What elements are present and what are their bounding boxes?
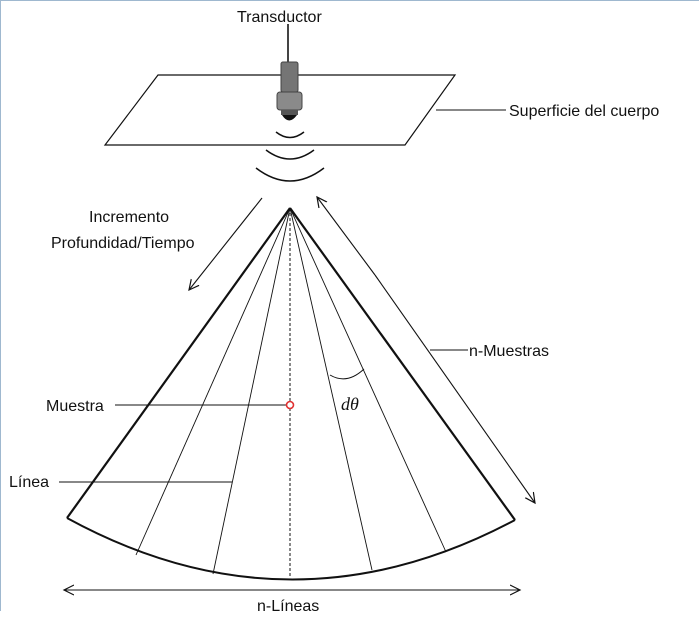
angle-arc — [329, 368, 365, 380]
n-samples-label: n-Muestras — [469, 343, 549, 360]
ultrasound-wave-icon — [255, 131, 325, 182]
transducer-label: Transductor — [237, 9, 322, 26]
sector-right-edge — [289, 207, 516, 521]
sector-left-edge — [66, 207, 291, 519]
scan-line — [289, 207, 373, 571]
angle-label: dθ — [341, 394, 359, 414]
increment-label-line1: Incremento — [89, 209, 169, 226]
n-samples-arrow — [374, 274, 535, 503]
body-surface-label: Superficie del cuerpo — [509, 103, 659, 120]
scan-line — [289, 207, 447, 553]
sample-label: Muestra — [46, 398, 104, 415]
scan-sector — [66, 207, 516, 581]
sector-bottom-arc — [66, 517, 516, 581]
n-samples-arrow — [317, 197, 376, 276]
scan-line — [212, 207, 291, 575]
sample-point — [285, 400, 295, 410]
line-label: Línea — [9, 474, 49, 491]
increment-label-line2: Profundidad/Tiempo — [51, 235, 195, 252]
depth-time-arrow — [189, 197, 263, 290]
n-lines-label: n-Líneas — [257, 598, 319, 612]
transducer-icon — [276, 24, 303, 121]
scan-line — [135, 207, 291, 556]
